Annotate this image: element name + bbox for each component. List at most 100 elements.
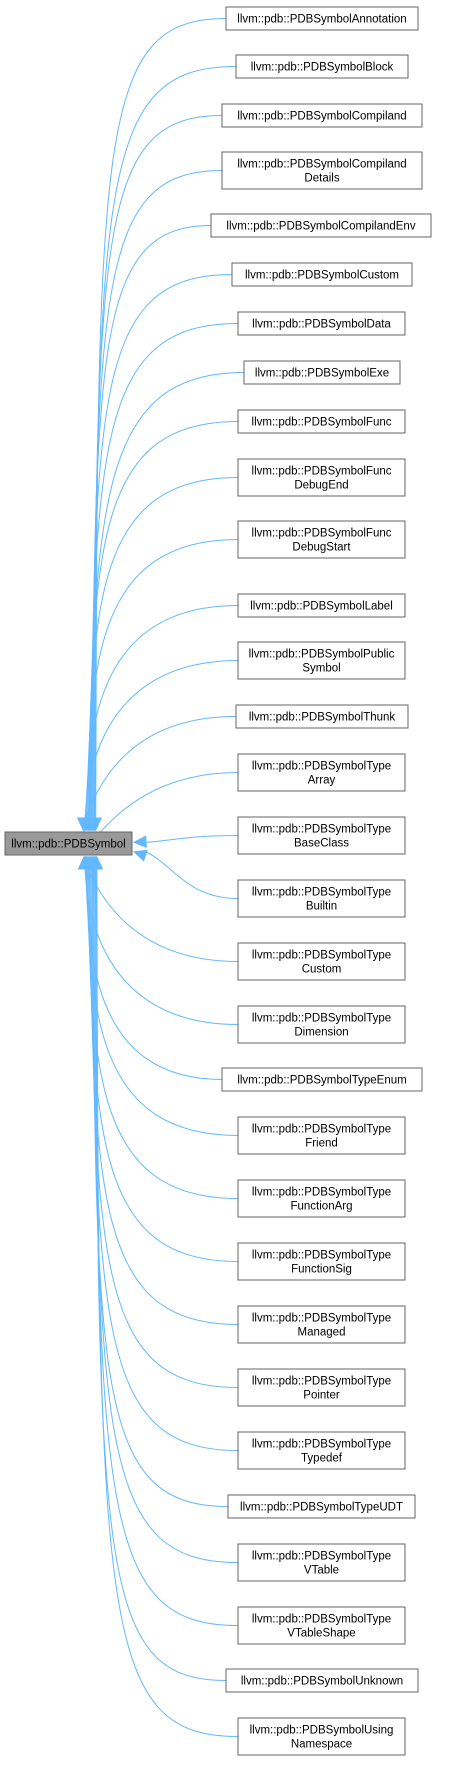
derived-class-box — [231, 262, 413, 287]
root-node-label: llvm::pdb::PDBSymbol — [11, 839, 125, 851]
derived-class-label: llvm::pdb::PDBSymbolTypeUDT — [240, 1502, 403, 1514]
derived-class-label: llvm::pdb::PDBSymbolType — [252, 1313, 391, 1325]
inheritance-edge — [94, 66, 237, 819]
derived-class-label: BaseClass — [294, 838, 349, 850]
derived-class-label: Builtin — [306, 901, 337, 913]
inheritance-edge — [88, 868, 239, 1262]
derived-class-label: llvm::pdb::PDBSymbolCustom — [245, 270, 399, 282]
derived-class-node[interactable]: llvm::pdb::PDBSymbolExe — [243, 360, 401, 385]
derived-class-label: llvm::pdb::PDBSymbolCompilandEnv — [226, 221, 415, 233]
derived-class-node[interactable]: llvm::pdb::PDBSymbolTypeEnum — [221, 1067, 423, 1092]
inheritance-edge — [90, 323, 239, 819]
derived-class-node[interactable]: llvm::pdb::PDBSymbolCompilandEnv — [210, 213, 432, 238]
derived-class-label: Managed — [298, 1327, 346, 1339]
derived-class-label: Pointer — [303, 1390, 340, 1402]
inheritance-edge — [90, 868, 239, 1388]
derived-class-node[interactable]: llvm::pdb::PDBSymbolCustom — [231, 262, 413, 287]
derived-class-box — [237, 816, 406, 855]
derived-class-label: Namespace — [291, 1739, 352, 1751]
derived-class-box — [225, 1668, 419, 1693]
inheritance-edge — [86, 539, 239, 819]
derived-class-label: DebugStart — [292, 542, 351, 554]
derived-class-node[interactable]: llvm::pdb::PDBSymbolTypeUDT — [227, 1494, 416, 1519]
derived-class-label: llvm::pdb::PDBSymbolFunc — [252, 528, 392, 540]
derived-class-node[interactable]: llvm::pdb::PDBSymbolThunk — [235, 704, 409, 729]
derived-class-node[interactable]: llvm::pdb::PDBSymbolAnnotation — [225, 6, 419, 31]
derived-class-box — [237, 942, 406, 981]
derived-class-box — [237, 753, 406, 792]
derived-class-box — [237, 520, 406, 559]
inheritance-edge — [85, 605, 239, 819]
inheritance-edge — [88, 421, 239, 819]
inheritance-edge — [145, 851, 239, 899]
derived-class-label: llvm::pdb::PDBSymbolFunc — [252, 466, 392, 478]
inheritance-edge — [95, 868, 227, 1681]
derived-class-node[interactable]: llvm::pdb::PDBSymbolData — [237, 311, 406, 336]
derived-class-box — [237, 641, 406, 680]
inheritance-edge — [89, 868, 239, 1325]
derived-class-box — [227, 1494, 416, 1519]
inheritance-arrowhead — [90, 855, 104, 870]
derived-class-box — [225, 6, 419, 31]
derived-class-label: llvm::pdb::PDBSymbolType — [252, 1614, 391, 1626]
derived-class-label: llvm::pdb::PDBSymbolType — [252, 1187, 391, 1199]
derived-class-label: llvm::pdb::PDBSymbolPublic — [249, 649, 395, 661]
derived-class-node[interactable]: llvm::pdb::PDBSymbolUnknown — [225, 1668, 419, 1693]
derived-class-box — [243, 360, 401, 385]
derived-class-box — [237, 458, 406, 497]
derived-class-node[interactable]: llvm::pdb::PDBSymbolBlock — [235, 54, 409, 79]
derived-class-node[interactable]: llvm::pdb::PDBSymbolFunc — [237, 409, 406, 434]
inheritance-edge — [94, 868, 239, 1626]
derived-class-box — [221, 103, 423, 128]
derived-class-box — [221, 151, 423, 190]
inheritance-edge — [95, 18, 227, 819]
inheritance-edge — [96, 868, 239, 1737]
derived-class-node[interactable]: llvm::pdb::PDBSymbolLabel — [237, 593, 406, 618]
inheritance-arrowhead — [132, 835, 147, 848]
derived-class-box — [210, 213, 432, 238]
inheritance-edge — [87, 868, 239, 1199]
inheritance-edge — [83, 716, 237, 821]
inheritance-edge — [90, 274, 233, 819]
derived-class-node[interactable]: llvm::pdb::PDBSymbolCompiland — [221, 103, 423, 128]
derived-class-box — [237, 1543, 406, 1582]
inheritance-edge — [145, 835, 239, 843]
derived-class-label: Dimension — [294, 1027, 348, 1039]
derived-class-label: llvm::pdb::PDBSymbolAnnotation — [237, 14, 406, 26]
root-node-pdbsymbol[interactable]: llvm::pdb::PDBSymbol — [4, 831, 133, 856]
derived-class-box — [237, 409, 406, 434]
derived-class-label: VTableShape — [287, 1628, 355, 1640]
derived-class-label: FunctionSig — [291, 1264, 352, 1276]
derived-class-label: Array — [308, 775, 336, 787]
derived-class-box — [237, 593, 406, 618]
derived-class-label: llvm::pdb::PDBSymbolType — [252, 1013, 391, 1025]
derived-class-label: Custom — [302, 964, 342, 976]
inheritance-edge — [86, 868, 239, 1136]
inheritance-edges — [76, 18, 245, 1737]
derived-class-box — [235, 704, 409, 729]
derived-class-box — [237, 879, 406, 918]
inheritance-edge — [89, 372, 245, 819]
derived-class-label: llvm::pdb::PDBSymbolExe — [255, 368, 389, 380]
inheritance-edge — [87, 477, 239, 819]
derived-class-box — [237, 1717, 406, 1756]
derived-class-label: llvm::pdb::PDBSymbolType — [252, 887, 391, 899]
